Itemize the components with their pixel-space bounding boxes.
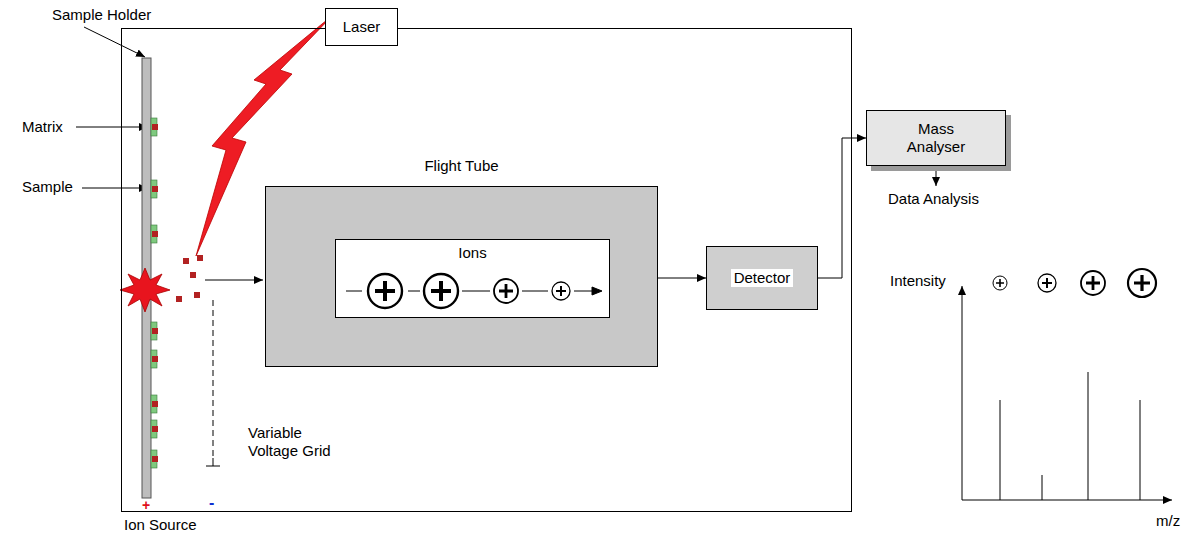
ion-source-chamber: Ion SourceLaserFlight Tube IonsDetector: [121, 28, 852, 512]
flight-tube: Flight Tube Ions: [265, 186, 658, 367]
part-label: Matrix: [22, 118, 63, 136]
leader-line: [84, 27, 145, 57]
voltage-grid: [213, 300, 214, 458]
ions-window: Ions: [335, 239, 610, 318]
leader-line: [76, 127, 148, 128]
polarity-sign: -: [209, 493, 214, 512]
node-text: Laser: [343, 18, 381, 36]
ion-path-arrow: [205, 280, 263, 281]
polarity-sign: +: [142, 497, 150, 514]
laser-box: Laser: [325, 8, 398, 46]
node-text: Ions: [336, 244, 609, 262]
node-text: Flight Tube: [266, 157, 657, 175]
node-text: Ion Source: [124, 516, 197, 534]
ion-symbols: [993, 269, 1156, 297]
axis-label: m/z: [1156, 512, 1180, 530]
node-text: Detector: [731, 269, 794, 287]
axis-label: Intensity: [890, 272, 946, 290]
laser-burst: [120, 268, 170, 312]
flow-arrow: [658, 278, 706, 279]
output-label: Data Analysis: [888, 190, 979, 208]
part-label: Sample Holder: [52, 6, 151, 24]
mass-analyser-box: Mass Analyser: [866, 110, 1006, 166]
part-label: Sample: [22, 178, 73, 196]
ground-symbol: [206, 458, 220, 466]
flow-arrow: [818, 138, 866, 278]
spectrum-plot: [962, 286, 1172, 500]
output-arrow: [936, 166, 937, 186]
desorbed-particles: [176, 255, 203, 302]
part-label: Variable Voltage Grid: [248, 424, 348, 460]
node-text: Mass Analyser: [890, 120, 982, 156]
detector-box: Detector: [706, 246, 818, 310]
leader-line: [82, 188, 148, 189]
